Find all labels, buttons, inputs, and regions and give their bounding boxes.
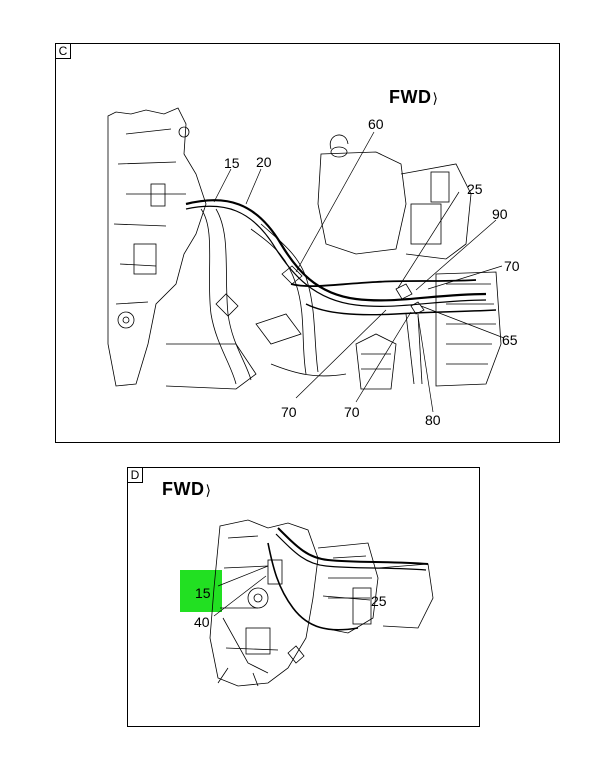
callout-20: 20 — [256, 154, 272, 170]
engine-harness-drawing-c — [107, 107, 505, 413]
fwd-text-d: FWD — [162, 479, 205, 499]
leader-lines-c — [213, 131, 505, 413]
callout-60: 60 — [368, 116, 384, 132]
callout-65: 65 — [502, 332, 518, 348]
forward-arrow-icon: ⟩ — [432, 90, 439, 106]
forward-direction-label-c: FWD⟩ — [389, 87, 438, 108]
callout-70-lower-left: 70 — [281, 404, 297, 420]
callout-70-right: 70 — [504, 258, 520, 274]
callout-90: 90 — [492, 206, 508, 222]
callout-80: 80 — [425, 412, 441, 428]
callout-15-d: 15 — [195, 585, 211, 601]
view-tag-d: D — [127, 467, 143, 483]
forward-direction-label-d: FWD⟩ — [162, 479, 211, 500]
view-tag-c: C — [55, 43, 71, 59]
detail-view-c: C FWD⟩ — [55, 43, 560, 443]
forward-arrow-icon: ⟩ — [205, 482, 212, 498]
leader-lines-d — [213, 565, 371, 617]
callout-25: 25 — [467, 181, 483, 197]
engine-harness-drawing-d — [209, 519, 434, 687]
fwd-text-c: FWD — [389, 87, 432, 107]
callout-15: 15 — [224, 155, 240, 171]
detail-view-d: D FWD⟩ 15 40 — [127, 467, 480, 727]
callout-25-d: 25 — [371, 593, 387, 609]
callout-40: 40 — [194, 614, 210, 630]
callout-70-lower-mid: 70 — [344, 404, 360, 420]
